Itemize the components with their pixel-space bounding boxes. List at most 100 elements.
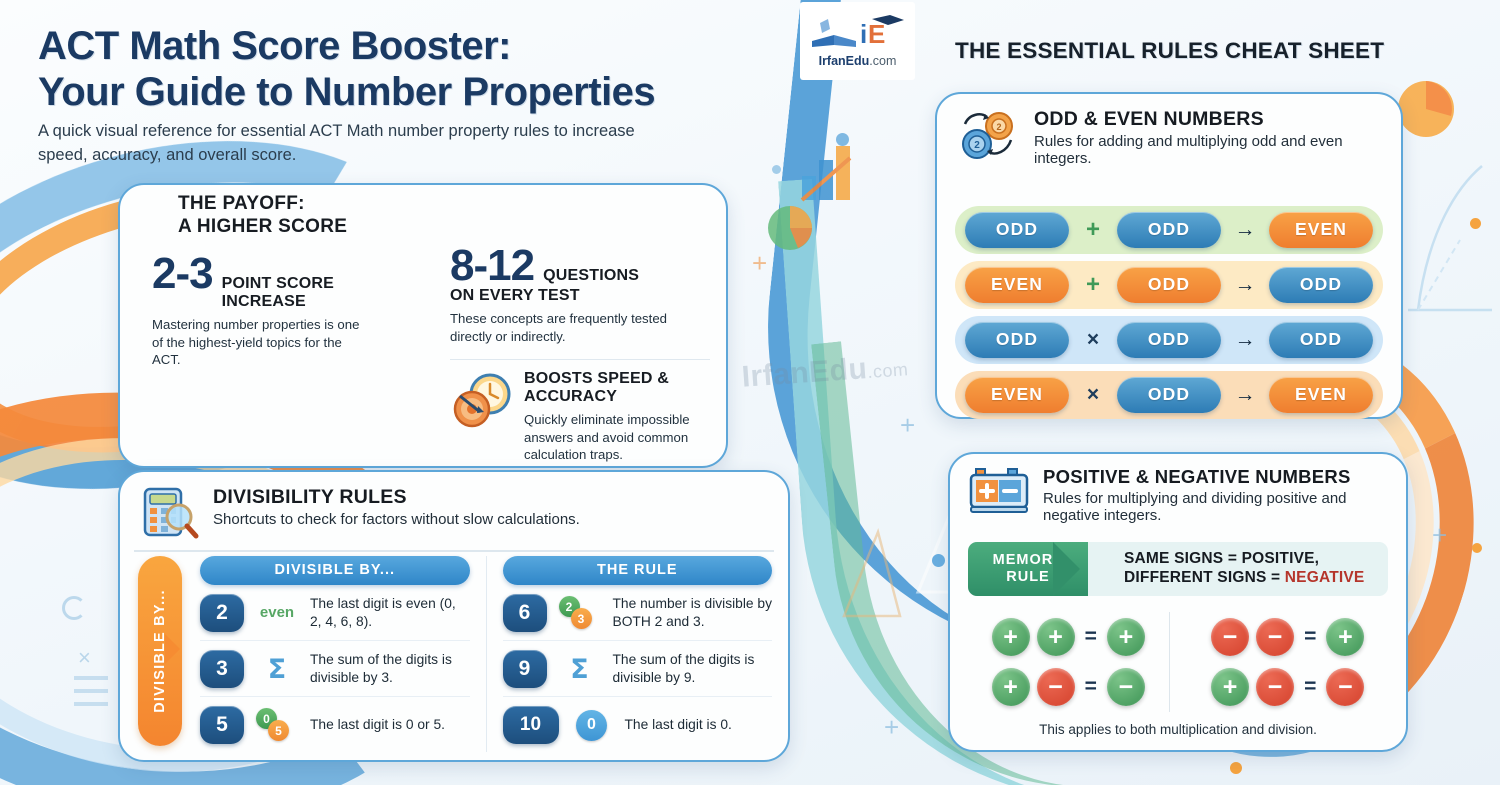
sign-operand-b: + [1036,618,1075,656]
odd-even-subtitle: Rules for adding and multiplying odd and… [1034,133,1343,167]
svg-text:2: 2 [996,122,1001,132]
book-graduation-cap-icon: i E [811,14,904,49]
operand-b: ODD [1117,377,1221,413]
odd-even-rules-list: ODD + ODD → EVEN EVEN + ODD → ODD ODD × … [955,206,1383,426]
graph-line-decor-icon [1408,165,1492,312]
sign-operand-a: + [991,618,1030,656]
payoff-stat-score: 2-3 POINT SCORE INCREASE Mastering numbe… [152,252,362,368]
dot-decor-6 [1230,762,1242,774]
pos-neg-subtitle: Rules for multiplying and dividing posit… [1043,490,1347,524]
stat-label: QUESTIONS [543,267,640,284]
operand-b: ODD [1117,212,1221,248]
dot-decor-5 [1472,543,1482,553]
circle-decor-icon [62,596,86,620]
battery-plus-minus-icon [969,468,1029,513]
memory-rule-text: SAME SIGNS = POSITIVE, DIFFERENT SIGNS =… [1124,550,1365,586]
sign-operand-b: − [1256,668,1295,706]
zero-five-dots-icon: 0 5 [254,708,300,742]
memory-rule-badge: MEMORY RULE [968,542,1088,596]
even-word-icon: even [259,604,295,621]
divisibility-header: DIVISIBILITY RULES Shortcuts to check fo… [120,472,788,540]
sign-rule-row: + − = − [1188,662,1389,712]
divider [450,359,710,361]
sign-operand-b: − [1036,668,1075,706]
keypad-decor-icon [74,676,108,714]
operator-times-icon: × [1086,383,1100,406]
zero-dot-icon: 0 [569,709,615,741]
sign-result: − [1106,668,1145,706]
table-row: 6 2 3 The number is divisible by BOTH 2 … [502,585,773,640]
x-decor-icon: × [78,645,91,670]
column-header: DIVISIBLE BY... [200,556,470,585]
operand-b: ODD [1117,267,1221,303]
stat-label-2: ON EVERY TEST [450,286,580,304]
result: ODD [1269,322,1373,358]
rule-text: The sum of the digits is divisible by 9. [612,652,755,685]
stat-description: Mastering number properties is one of th… [152,317,360,368]
equals-sign: = [1304,625,1317,648]
arrow-right-icon: → [1234,273,1256,296]
dot-decor-4 [1470,218,1481,229]
operand-a: EVEN [965,377,1069,413]
triangle-decor-icon [842,528,902,618]
payoff-card: THE PAYOFF: A HIGHER SCORE 2-3 POINT SCO… [118,183,728,468]
table-row: 3 Σ The sum of the digits is divisible b… [200,640,470,696]
operand-a: ODD [965,212,1069,248]
plus-decor-icon-1: + [752,248,768,278]
operand-b: ODD [1117,322,1221,358]
two-gears-icon: 2 2 [962,112,1013,159]
rule-number-badge: 10 [502,706,559,744]
plus-decor-icon-2: + [900,410,916,440]
svg-text:2: 2 [974,140,980,151]
page-title: ACT Math Score Booster: Your Guide to Nu… [38,24,656,114]
rule-text: The sum of the digits is divisible by 3. [310,652,452,685]
rule-number-badge: 5 [200,706,244,744]
cheat-sheet-title: THE ESSENTIAL RULES CHEAT SHEET [955,38,1385,63]
equals-sign: = [1084,675,1097,698]
table-row: 9 Σ The sum of the digits is divisible b… [502,640,772,696]
result: EVEN [1269,212,1373,248]
dot-decor-3 [932,554,945,567]
rule-row: EVEN + ODD → ODD [955,261,1383,309]
positive-negative-card: POSITIVE & NEGATIVE NUMBERS Rules for mu… [948,452,1408,752]
negative-keyword: NEGATIVE [1284,569,1365,586]
odd-even-numbers-card: 2 2 ODD & EVEN NUMBERS Rules for adding … [935,92,1403,419]
rule-number-badge: 6 [502,594,547,632]
pie-chart-decor-icon-right [1398,81,1454,137]
pos-neg-title: POSITIVE & NEGATIVE NUMBERS [1043,466,1351,487]
divisibility-subtitle: Shortcuts to check for factors without s… [213,511,580,528]
equals-sign: = [1304,675,1317,698]
rule-text: The last digit is 0. [624,717,732,733]
arrow-right-icon: → [1234,328,1256,351]
operator-times-icon: × [1086,328,1100,351]
column-header: THE RULE [502,556,772,585]
sign-rules-grid: + + = + + − = − − − = + [968,612,1388,712]
stat-label: POINT SCORE INCREASE [221,275,335,310]
operand-a: EVEN [965,267,1069,303]
rule-text: The last digit is 0 or 5. [310,717,445,733]
sign-result: − [1326,668,1365,706]
rule-row: ODD × ODD → ODD [955,316,1383,364]
arrow-right-icon: → [1234,383,1256,406]
svg-text:E: E [868,19,885,49]
table-row: 2 even The last digit is even (0, 2, 4, … [200,585,470,640]
rule-text: The number is divisible by BOTH 2 and 3. [612,596,773,629]
rule-number-badge: 2 [200,594,244,632]
divisibility-right-column: THE RULE 6 2 3 The number is divisible b… [485,556,773,752]
result: EVEN [1269,377,1373,413]
bar-chart-decor-icon [800,146,852,202]
rule-number-badge: 9 [502,650,547,688]
svg-text:i: i [860,19,867,49]
rule-text: The last digit is even (0, 2, 4, 6, 8). [310,596,456,629]
payoff-kicker: THE PAYOFF: A HIGHER SCORE [178,193,348,237]
odd-even-title: ODD & EVEN NUMBERS [1034,108,1264,130]
pos-neg-footnote: This applies to both multiplication and … [1039,722,1317,737]
divider [134,550,774,552]
divisible-by-vertical-tab: DIVISIBLE BY... [138,556,182,746]
divisibility-rules-card: DIVISIBILITY RULES Shortcuts to check fo… [118,470,790,762]
divisibility-left-column: DIVISIBLE BY... 2 even The last digit is… [200,556,470,752]
sign-rule-row: − − = + [1188,612,1389,662]
calculator-magnifier-icon [143,487,199,539]
sigma-icon: Σ [570,653,589,685]
logo[interactable]: i E IrfanEdu.com [800,2,915,80]
